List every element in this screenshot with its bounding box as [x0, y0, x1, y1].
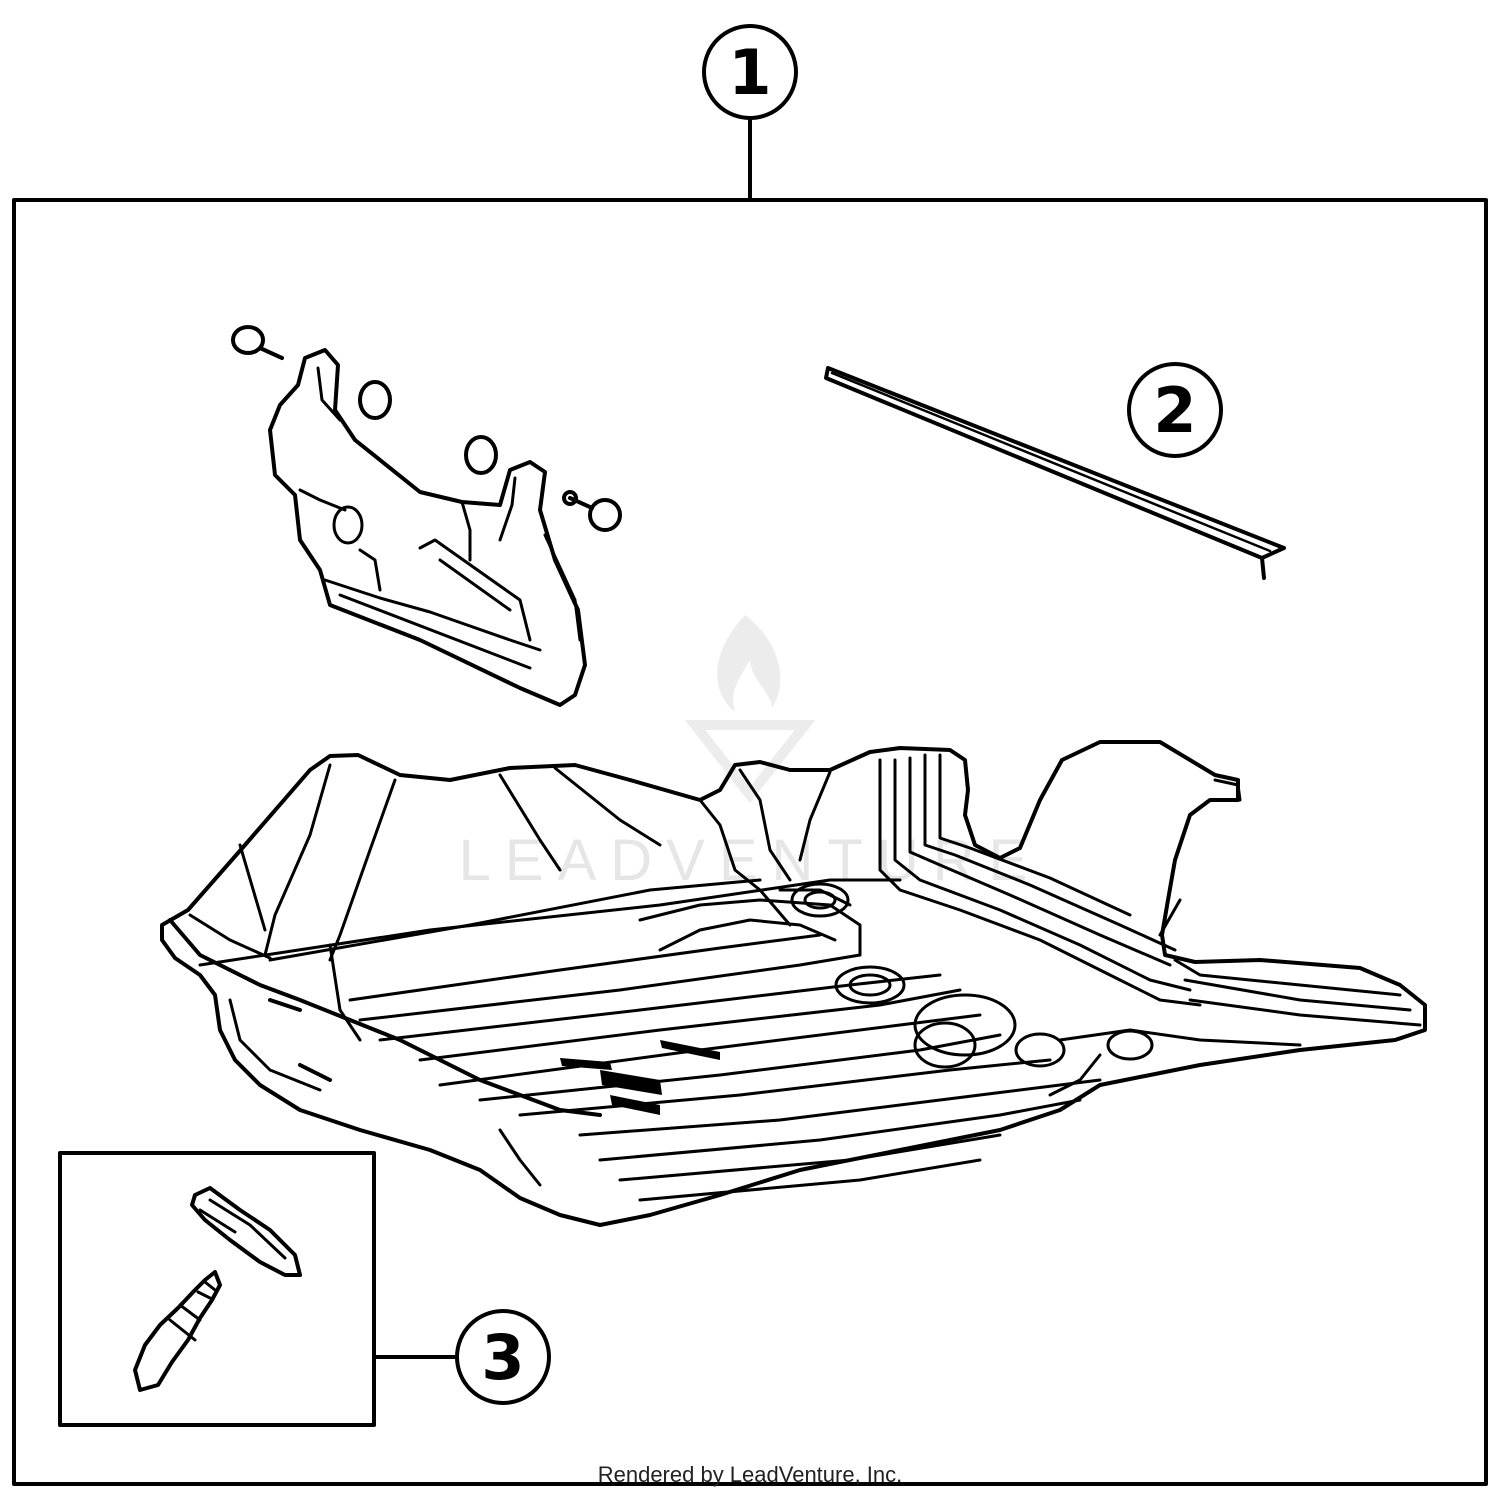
detail-box [58, 1151, 376, 1427]
watermark-v-icon [684, 720, 816, 804]
screw-head [588, 498, 622, 532]
skid-plate [160, 740, 1427, 1227]
nut [358, 380, 392, 420]
nut [464, 435, 498, 475]
watermark-flame-icon [717, 615, 781, 712]
callout-2-label: 2 [1153, 374, 1196, 447]
callout-1-label: 1 [728, 36, 771, 109]
callout-3[interactable]: 3 [455, 1309, 551, 1405]
rubber-strip [824, 366, 1286, 580]
callout-3-label: 3 [481, 1321, 524, 1394]
rivet-fastener [133, 1186, 302, 1392]
screw-head [231, 325, 265, 355]
assembly-frame [12, 198, 1488, 1486]
callout-1[interactable]: 1 [702, 24, 798, 120]
footer-credit: Rendered by LeadVenture, Inc. [597, 1462, 903, 1487]
callout-2[interactable]: 2 [1127, 362, 1223, 458]
mounting-bracket [231, 325, 622, 707]
